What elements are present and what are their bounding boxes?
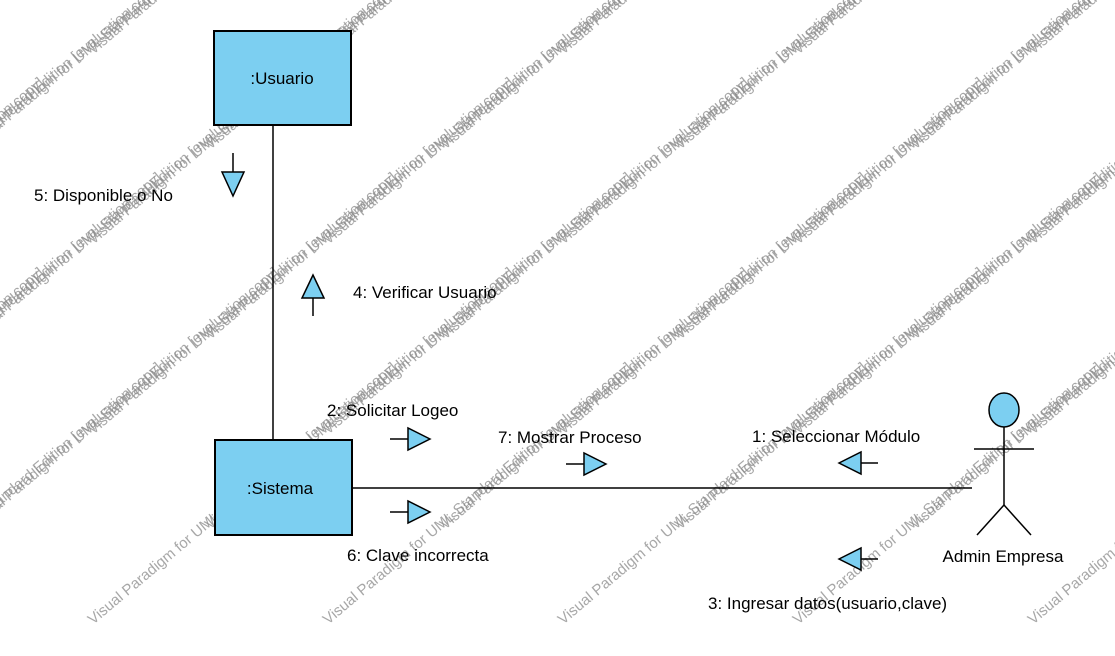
watermark-text: Visual Paradigm for UML Standard Edition… xyxy=(0,169,165,438)
watermark-text: Visual Paradigm for UML Standard Edition… xyxy=(437,0,753,153)
watermark-text: Visual Paradigm for UML Standard Edition… xyxy=(790,169,1106,438)
message-2-label: 2: Solicitar Logeo xyxy=(327,401,458,420)
watermark-text: Visual Paradigm for UML Standard Edition… xyxy=(0,0,47,153)
watermark-text: Visual Paradigm for UML Standard Edition… xyxy=(790,0,1106,248)
watermark-text: Visual Paradigm for UML Standard Edition… xyxy=(790,0,1106,58)
message-1-arrow-icon xyxy=(837,450,862,476)
watermark-text: Visual Paradigm for UML Standard Edition… xyxy=(0,0,165,58)
watermark-text: Visual Paradigm for UML Standard Edition… xyxy=(1025,0,1115,58)
object-usuario-label: :Usuario xyxy=(250,69,313,88)
watermark-text: Visual Paradigm for UML Standard Edition… xyxy=(907,74,1115,343)
watermark-text: Visual Paradigm for UML Standard Edition… xyxy=(320,0,636,248)
message-7[interactable]: 7: Mostrar Proceso xyxy=(498,428,642,477)
watermark-text: Visual Paradigm for UML Standard Edition… xyxy=(1025,0,1115,248)
actor-right-leg xyxy=(1003,504,1032,536)
watermark-text: Visual Paradigm for UML Standard Edition… xyxy=(437,264,753,533)
watermark-text: Visual Paradigm for UML Standard Edition… xyxy=(0,264,47,533)
message-1-label: 1: Seleccionar Módulo xyxy=(752,427,920,446)
message-6-label: 6: Clave incorrecta xyxy=(347,546,489,565)
watermark-text: Visual Paradigm for UML Standard Edition… xyxy=(320,359,636,628)
watermark-text: Visual Paradigm for UML Standard Edition… xyxy=(555,169,871,438)
watermark-text: Visual Paradigm for UML Standard Edition… xyxy=(672,264,988,533)
message-5-label: 5: Disponible o No xyxy=(34,186,173,205)
actor-head-icon xyxy=(988,392,1020,428)
watermark-layer: Visual Paradigm for UML Standard Edition… xyxy=(0,0,1115,628)
message-7-arrow-icon xyxy=(583,451,608,477)
message-2-arrow-icon xyxy=(407,426,432,452)
message-4-arrow-icon xyxy=(300,273,326,299)
watermark-text: Visual Paradigm for UML Standard Edition… xyxy=(555,359,871,628)
message-6[interactable]: 6: Clave incorrecta xyxy=(347,499,489,565)
watermark-text: Visual Paradigm for UML Standard Edition… xyxy=(0,359,165,628)
object-usuario[interactable]: :Usuario xyxy=(213,30,352,126)
message-7-label: 7: Mostrar Proceso xyxy=(498,428,642,447)
watermark-text: Visual Paradigm for UML Standard Edition… xyxy=(85,169,401,438)
object-sistema[interactable]: :Sistema xyxy=(214,439,353,536)
message-4-label: 4: Verificar Usuario xyxy=(353,283,497,302)
message-4[interactable]: 4: Verificar Usuario xyxy=(300,273,497,316)
watermark-text: Visual Paradigm for UML Standard Edition… xyxy=(790,359,1106,628)
watermark-text: Visual Paradigm for UML Standard Edition… xyxy=(672,0,988,153)
actor-label: Admin Empresa xyxy=(943,547,1064,566)
watermark-text: Visual Paradigm for UML Standard Edition… xyxy=(1025,359,1115,628)
watermark-text: Visual Paradigm for UML Standard Edition… xyxy=(1025,169,1115,438)
watermark-text: Visual Paradigm for UML Standard Edition… xyxy=(907,0,1115,153)
object-sistema-label: :Sistema xyxy=(247,479,314,498)
message-2[interactable]: 2: Solicitar Logeo xyxy=(327,401,458,452)
watermark-text: Visual Paradigm for UML Standard Edition… xyxy=(555,0,871,58)
message-5[interactable]: 5: Disponible o No xyxy=(34,153,246,205)
watermark-text: Visual Paradigm for UML Standard Edition… xyxy=(320,169,636,438)
watermark-text: Visual Paradigm for UML Standard Edition… xyxy=(0,0,165,248)
message-6-arrow-icon xyxy=(407,499,432,525)
watermark-text: Visual Paradigm for UML Standard Edition… xyxy=(672,74,988,343)
message-3[interactable]: 3: Ingresar datos(usuario,clave) xyxy=(708,546,947,613)
actor-left-leg xyxy=(976,504,1005,536)
message-5-arrow-icon xyxy=(220,171,246,198)
message-3-label: 3: Ingresar datos(usuario,clave) xyxy=(708,594,947,613)
watermark-text: Visual Paradigm for UML Standard Edition… xyxy=(437,74,753,343)
watermark-text: Visual Paradigm for UML Standard Edition… xyxy=(320,0,636,58)
watermark-text: Visual Paradigm for UML Standard Edition… xyxy=(0,74,47,343)
message-3-arrow-icon xyxy=(837,546,862,572)
message-1[interactable]: 1: Seleccionar Módulo xyxy=(752,427,920,476)
watermark-text: Visual Paradigm for UML Standard Edition… xyxy=(555,0,871,248)
actor-admin-empresa[interactable]: Admin Empresa xyxy=(943,392,1064,566)
